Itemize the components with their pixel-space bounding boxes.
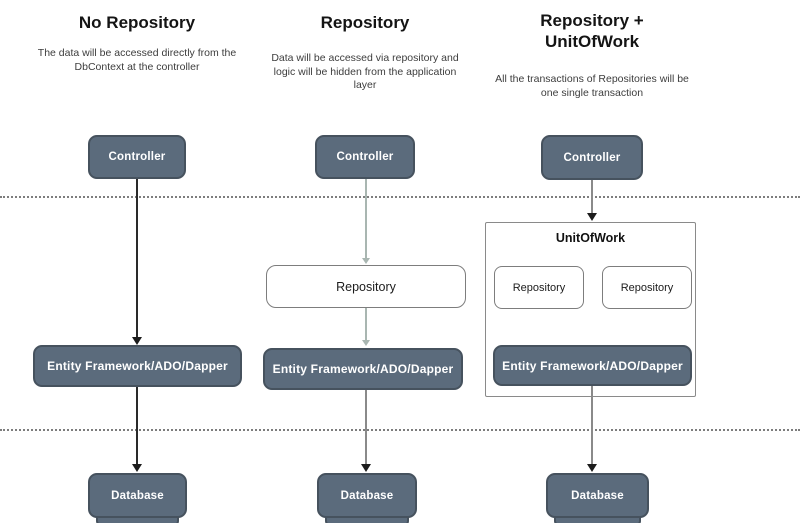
col1-subtitle: The data will be accessed directly from …: [37, 47, 237, 73]
col3-arrow-uow-to-db: [591, 386, 593, 465]
down-arrowhead-icon: [362, 340, 370, 346]
col2-database-node: Database: [317, 473, 417, 518]
col3-unitofwork-label: UnitOfWork: [555, 231, 626, 245]
col3-repository1-node: Repository: [494, 266, 584, 309]
down-arrowhead-icon: [362, 258, 370, 264]
col2-arrow-repo-to-ef: [365, 308, 367, 341]
down-arrowhead-icon: [361, 464, 371, 472]
col3-repository2-node: Repository: [602, 266, 692, 309]
layer-divider-bottom: [0, 429, 800, 431]
col1-title: No Repository: [78, 13, 196, 32]
down-arrowhead-icon: [587, 213, 597, 221]
col2-subtitle: Data will be accessed via repository and…: [271, 52, 459, 91]
col1-ef-node: Entity Framework/ADO/Dapper: [33, 345, 242, 387]
down-arrowhead-icon: [132, 337, 142, 345]
col2-repository-node: Repository: [266, 265, 466, 308]
col2-ef-node: Entity Framework/ADO/Dapper: [263, 348, 463, 390]
col3-arrow-controller-to-uow: [591, 180, 593, 215]
col2-arrow-ef-to-db: [365, 390, 367, 465]
col2-controller-node: Controller: [315, 135, 415, 179]
col3-database-node: Database: [546, 473, 649, 518]
col2-arrow-controller-to-repo: [365, 179, 367, 259]
down-arrowhead-icon: [587, 464, 597, 472]
col1-arrow-ef-to-db: [136, 387, 138, 465]
col3-title: Repository + UnitOfWork: [540, 11, 644, 51]
col3-subtitle: All the transactions of Repositories wil…: [495, 73, 689, 99]
down-arrowhead-icon: [132, 464, 142, 472]
col3-controller-node: Controller: [541, 135, 643, 180]
col2-title: Repository: [320, 13, 410, 32]
col1-database-node: Database: [88, 473, 187, 518]
layer-divider-top: [0, 196, 800, 198]
col1-arrow-controller-to-ef: [136, 179, 138, 338]
col3-ef-node: Entity Framework/ADO/Dapper: [493, 345, 692, 386]
col1-controller-node: Controller: [88, 135, 186, 179]
